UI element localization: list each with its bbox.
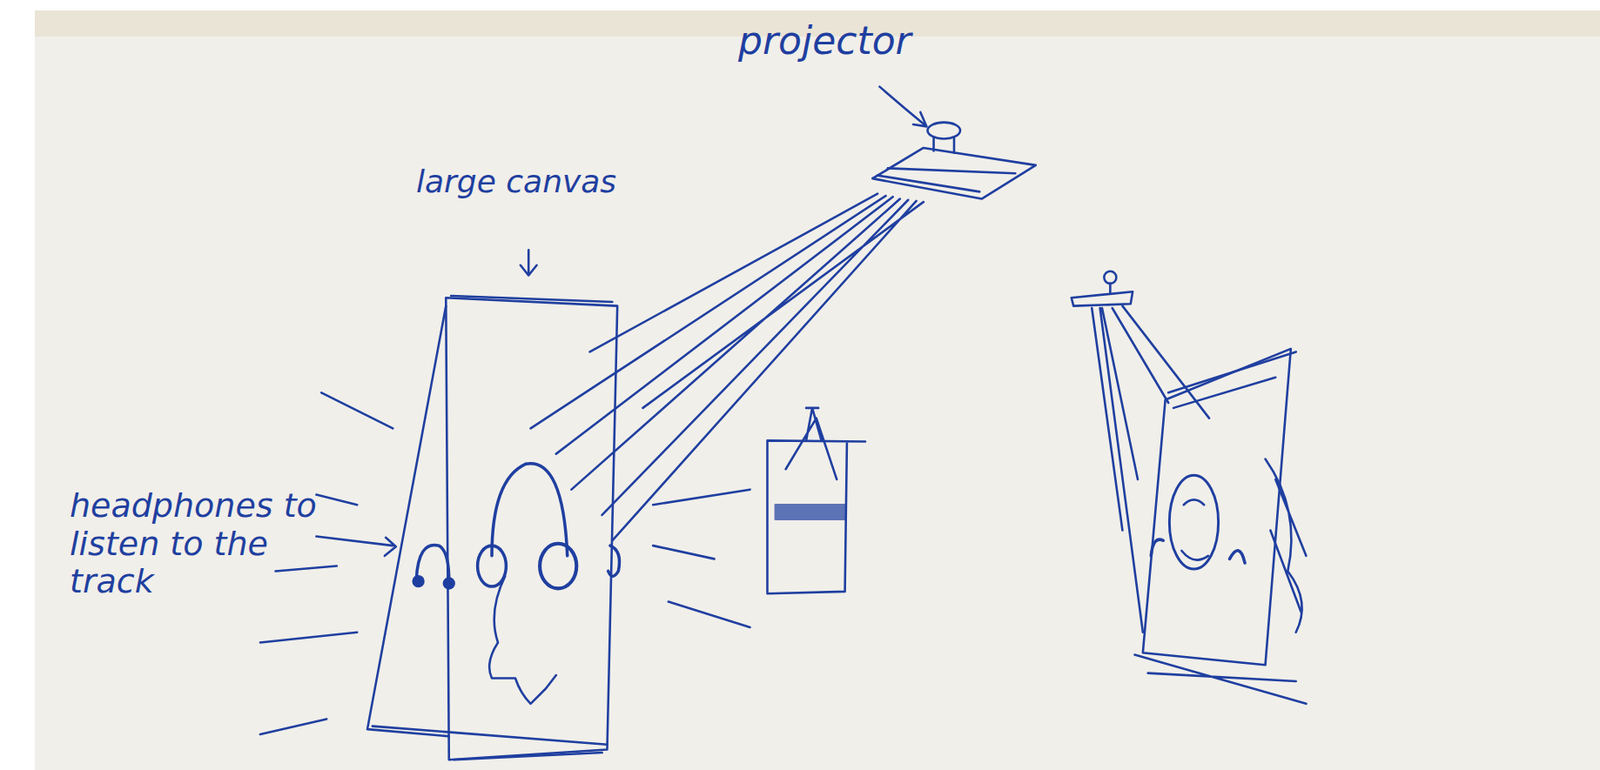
face-detail xyxy=(1181,499,1208,560)
projector-mount xyxy=(1109,283,1112,295)
small-canvas-band xyxy=(775,504,846,519)
canvas-frame xyxy=(445,297,618,760)
projector-shading xyxy=(877,168,1016,192)
projector-body xyxy=(872,147,1036,200)
hanging-headphones xyxy=(413,576,424,587)
hanging-headphones xyxy=(443,578,455,590)
canvas-stand xyxy=(1134,351,1306,704)
light-beam xyxy=(1091,306,1210,633)
light-beam xyxy=(531,194,924,542)
projector-lens xyxy=(927,122,962,140)
hanging-headphones xyxy=(1150,539,1245,564)
face-outline xyxy=(1169,475,1218,570)
projector-lens xyxy=(1103,271,1116,284)
handwritten-label: large canvas xyxy=(416,163,660,200)
scribble-shading xyxy=(1265,458,1307,632)
hanging-headphones xyxy=(608,545,620,577)
projector-body xyxy=(1071,291,1133,306)
paper xyxy=(34,10,1600,770)
handwritten-label: projector xyxy=(738,19,965,64)
canvas-frame xyxy=(1142,349,1291,666)
headphone-cup xyxy=(477,545,507,587)
projector-mount xyxy=(934,137,955,154)
head-profile xyxy=(489,576,557,705)
canvas-stand xyxy=(367,295,612,760)
leader-arrow xyxy=(879,87,927,128)
small-canvas-stand xyxy=(786,408,838,480)
leader-arrow xyxy=(315,537,396,557)
motion-line xyxy=(260,392,751,735)
leader-arrow xyxy=(520,249,538,276)
handwritten-label: headphones to listen to the track xyxy=(69,487,323,602)
small-canvas xyxy=(766,440,866,594)
headphone-cup xyxy=(539,544,577,590)
